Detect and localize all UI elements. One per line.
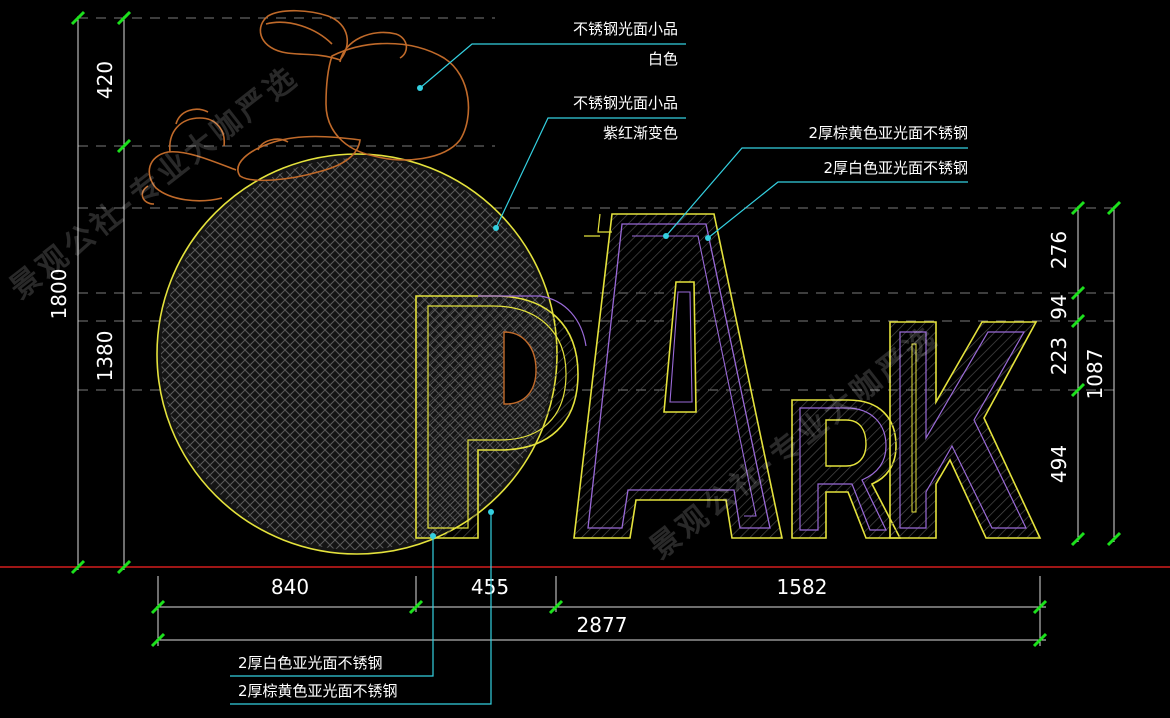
callout-brown-steel-bottom: 2厚棕黄色亚光面不锈钢 [238, 682, 398, 700]
letter-r [791, 399, 902, 539]
callout-white-steel-bottom: 2厚白色亚光面不锈钢 [238, 654, 383, 672]
letter-a [573, 213, 783, 539]
letter-p [415, 295, 587, 539]
dim-276: 276 [1047, 231, 1071, 269]
callout-leaders [230, 43, 968, 705]
callout-rabbit-color: 白色 [648, 50, 678, 68]
dim-1380: 1380 [93, 331, 117, 382]
dim-1087: 1087 [1083, 349, 1107, 400]
callout-white-steel-top: 2厚白色亚光面不锈钢 [823, 159, 968, 177]
callout-brown-steel-top: 2厚棕黄色亚光面不锈钢 [808, 124, 968, 142]
dim-94: 94 [1047, 294, 1071, 319]
callout-rabbit-material: 不锈钢光面小品 [573, 20, 678, 38]
dim-2877: 2877 [577, 613, 628, 637]
dim-223: 223 [1047, 337, 1071, 375]
callout-dots [417, 85, 711, 539]
letter-k [889, 321, 1042, 539]
left-dimension-chain: 1800 420 1380 [47, 10, 132, 575]
dim-1582: 1582 [777, 575, 828, 599]
rabbit-sculpture [141, 9, 470, 205]
dim-494: 494 [1047, 445, 1071, 483]
right-dimension-chain: 276 94 223 494 1087 [1047, 200, 1122, 547]
callout-sphere-material: 不锈钢光面小品 [573, 94, 678, 112]
dim-455: 455 [471, 575, 509, 599]
dim-840: 840 [271, 575, 309, 599]
callout-sphere-color: 紫红渐变色 [603, 124, 678, 142]
dim-1800: 1800 [47, 269, 71, 320]
bottom-dimension-chain: 840 455 1582 2877 [150, 575, 1048, 648]
dim-420: 420 [93, 61, 117, 99]
